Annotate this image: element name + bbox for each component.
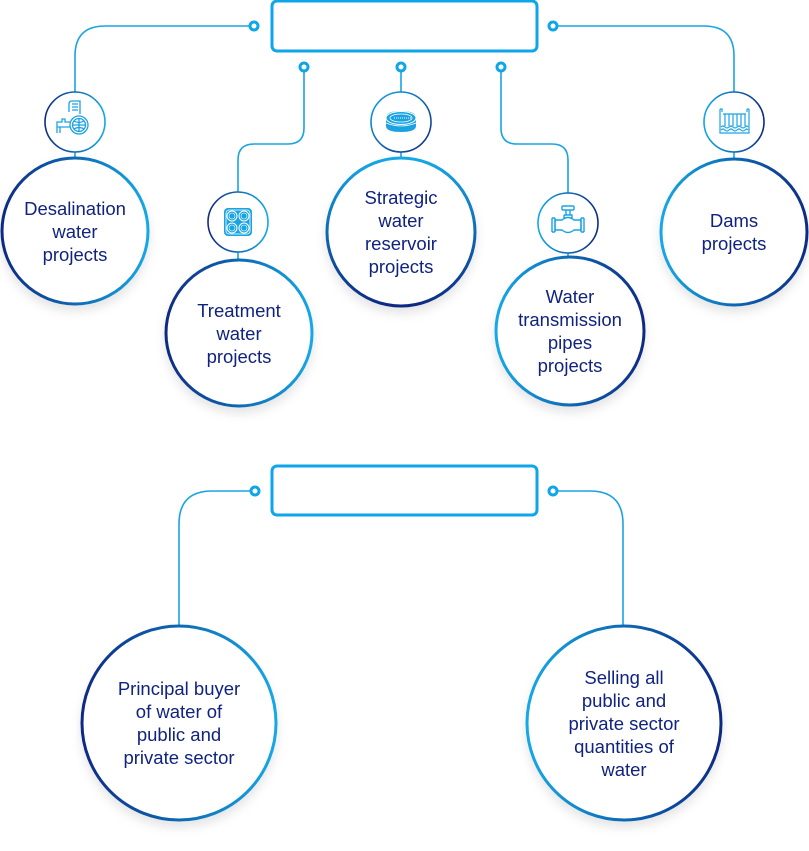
connector-treatment (237, 71, 305, 192)
node-circle-transmission (494, 255, 646, 407)
dot-transmission (495, 61, 507, 73)
dot-reservoir (395, 61, 407, 73)
bottom-header-text (272, 466, 537, 515)
bottom-group (80, 464, 723, 822)
node-circle-reservoir (325, 156, 477, 308)
node-label-treatment: Treatment water projects (197, 299, 281, 367)
connector-transmission (500, 71, 569, 193)
node-label-dams: Dams projects (701, 210, 767, 254)
connector-buyer (178, 490, 251, 625)
node-circle-treatment (164, 258, 314, 408)
top-connector-dots (248, 20, 559, 73)
bottom-header-box (270, 464, 539, 517)
treatment-tanks-icon (224, 208, 252, 236)
node-circle-buyer (80, 624, 278, 822)
top-header-box (270, 0, 539, 53)
pipe-valve-icon (551, 205, 585, 234)
bottom-connectors (178, 490, 624, 625)
node-label-desalination: Desalination water projects (24, 197, 126, 265)
reservoir-tank-icon (385, 111, 417, 132)
node-label-seller: Selling all public and private sector qu… (568, 666, 680, 780)
dot-left (248, 20, 260, 32)
node-circle-desalination (0, 156, 150, 306)
node-label-reservoir: Strategic water reservoir projects (364, 187, 438, 277)
node-label-buyer: Principal buyer of water of public and p… (117, 678, 241, 768)
dam-icon (719, 108, 750, 134)
top-group (0, 0, 809, 408)
node-circle-dams (659, 157, 809, 307)
desalination-plant-icon (56, 100, 89, 135)
node-circle-seller (525, 624, 723, 822)
dot-right (547, 20, 559, 32)
bottom-connector-dots (249, 485, 559, 497)
connector-seller (557, 490, 624, 625)
connector-desalination (74, 25, 250, 92)
icon-circle-dams (703, 91, 765, 153)
connector-dams (557, 25, 735, 92)
dot-bottom-right (547, 485, 559, 497)
dot-treatment (298, 61, 310, 73)
dot-bottom-left (249, 485, 261, 497)
top-header-text (272, 1, 537, 51)
node-label-transmission: Water transmission pipes projects (518, 286, 622, 376)
icon-circle-transmission (537, 192, 599, 254)
